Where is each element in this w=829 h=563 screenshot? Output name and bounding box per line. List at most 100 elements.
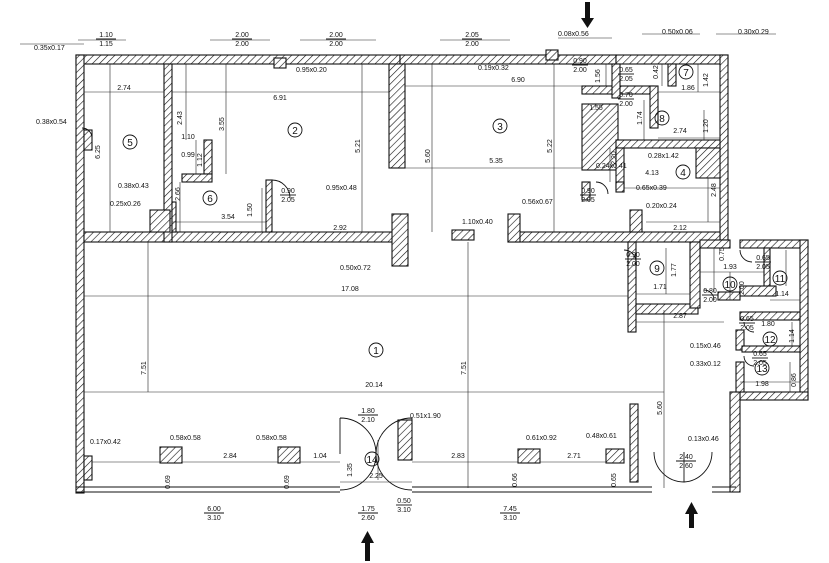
dim-label: 2.74 [673,128,687,135]
dim-label: 1.20 [703,119,710,133]
opening-bottom: 2.60 [361,515,375,522]
dim-label: 6.25 [95,145,102,159]
element-label: 0.15x0.46 [690,343,721,350]
dim-label: 0.69 [165,475,172,489]
element-label: 0.20x0.24 [646,203,677,210]
dim-label: 2.87 [673,313,687,320]
element-label: 0.38x0.43 [118,183,149,190]
opening-bottom: 3.10 [503,515,517,522]
element-label: 0.35x0.17 [34,45,65,52]
dim-label: 5.60 [425,149,432,163]
opening-bottom: 2.00 [619,101,633,108]
dim-label: 2.12 [673,225,687,232]
room-2: 2 [292,126,298,137]
opening-top: 0.70 [619,92,633,99]
opening-labels: 1.10 1.15 2.00 2.00 2.00 2.00 2.05 2.00 0.90… [96,32,771,522]
element-label: 0.65x0.39 [636,185,667,192]
element-label: 0.33x0.12 [690,361,721,368]
room-1: 1 [373,346,379,357]
element-label: 0.48x0.61 [586,433,617,440]
dim-label: 0.69 [284,475,291,489]
opening-bottom: 2.05 [581,197,595,204]
dim-label: 1.56 [595,69,602,83]
element-label: 0.19x0.32 [478,65,509,72]
dim-label: 2.43 [177,111,184,125]
room-13: 13 [756,364,768,375]
room-4: 4 [680,168,686,179]
opening-bottom: 2.05 [740,325,754,332]
dim-label: 3.54 [221,214,235,221]
opening-bottom: 2.00 [703,297,717,304]
dim-label: 7.51 [141,361,148,375]
dim-label: 1.04 [313,453,327,460]
opening-top: 2.00 [329,32,343,39]
opening-bottom: 2.00 [329,41,343,48]
room-10: 10 [724,280,736,291]
dim-label: 20.14 [365,382,383,389]
dim-label: 1.35 [347,463,354,477]
dim-label: 5.35 [489,158,503,165]
dim-label: 17.08 [341,286,359,293]
element-labels: 0.35x0.17 0.38x0.54 0.95x0.20 0.19x0.32 … [34,29,769,446]
dim-label: 1.14 [775,291,789,298]
dim-label: 2.83 [451,453,465,460]
room-14: 14 [366,455,378,466]
opening-top: 0.65 [619,67,633,74]
arrow-down-icon [581,2,594,28]
dim-label: 1.14 [789,329,796,343]
opening-bottom: 1.15 [99,41,113,48]
room-7: 7 [683,68,689,79]
opening-bottom: 2.00 [465,41,479,48]
element-label: 0.95x0.20 [296,67,327,74]
dim-label: 1.50 [247,203,254,217]
element-label: 0.13x0.46 [688,436,719,443]
opening-bottom: 2.05 [619,76,633,83]
dim-label: 2.25 [369,473,383,480]
dim-label: 1.93 [723,264,737,271]
dim-label: 6.91 [273,95,287,102]
element-label: 0.30x0.29 [738,29,769,36]
dim-label: 0.65 [611,473,618,487]
doors [81,127,755,491]
room-6: 6 [207,194,213,205]
dim-label: 6.90 [511,77,525,84]
facade-glazing [76,486,736,493]
dim-label: 0.42 [653,65,660,79]
dim-label: 1.77 [671,263,678,277]
room-labels: 5 2 3 6 4 7 8 9 10 11 12 13 1 14 [122,64,788,467]
room-11: 11 [775,274,786,285]
opening-bottom: 2.05 [753,360,767,367]
element-label: 0.50x0.72 [340,265,371,272]
element-label: 0.38x0.54 [36,119,67,126]
opening-top: 2.05 [465,32,479,39]
walls [75,49,809,494]
dim-label: 7.51 [461,361,468,375]
arrow-up-icon [685,502,698,528]
opening-top: 1.10 [99,32,113,39]
dim-label: 1.74 [637,111,644,125]
opening-top: 1.80 [361,408,375,415]
element-label: 0.24x0.41 [596,163,627,170]
opening-top: 0.65 [756,255,770,262]
dim-label: 2.66 [175,187,182,201]
opening-top: 0.90 [573,58,587,65]
dim-label: 1.42 [703,73,710,87]
room-3: 3 [497,122,503,133]
dim-label: 2.20 [611,151,618,165]
dim-label: 5.22 [547,139,554,153]
element-label: 0.95x0.48 [326,185,357,192]
opening-top: 0.90 [281,188,295,195]
exterior-dimension-lines [20,33,776,45]
dim-label: 2.00 [739,281,746,295]
element-label: 0.58x0.58 [256,435,287,442]
dim-label: 2.74 [117,85,131,92]
dim-label: 1.80 [761,321,775,328]
dim-label: 2.92 [333,225,347,232]
element-label: 0.56x0.67 [522,199,553,206]
opening-bottom: 2.10 [361,417,375,424]
dim-label: 1.55 [589,105,603,112]
opening-top: 2.00 [235,32,249,39]
opening-top: 0.65 [740,316,754,323]
opening-top: 2.40 [679,454,693,461]
